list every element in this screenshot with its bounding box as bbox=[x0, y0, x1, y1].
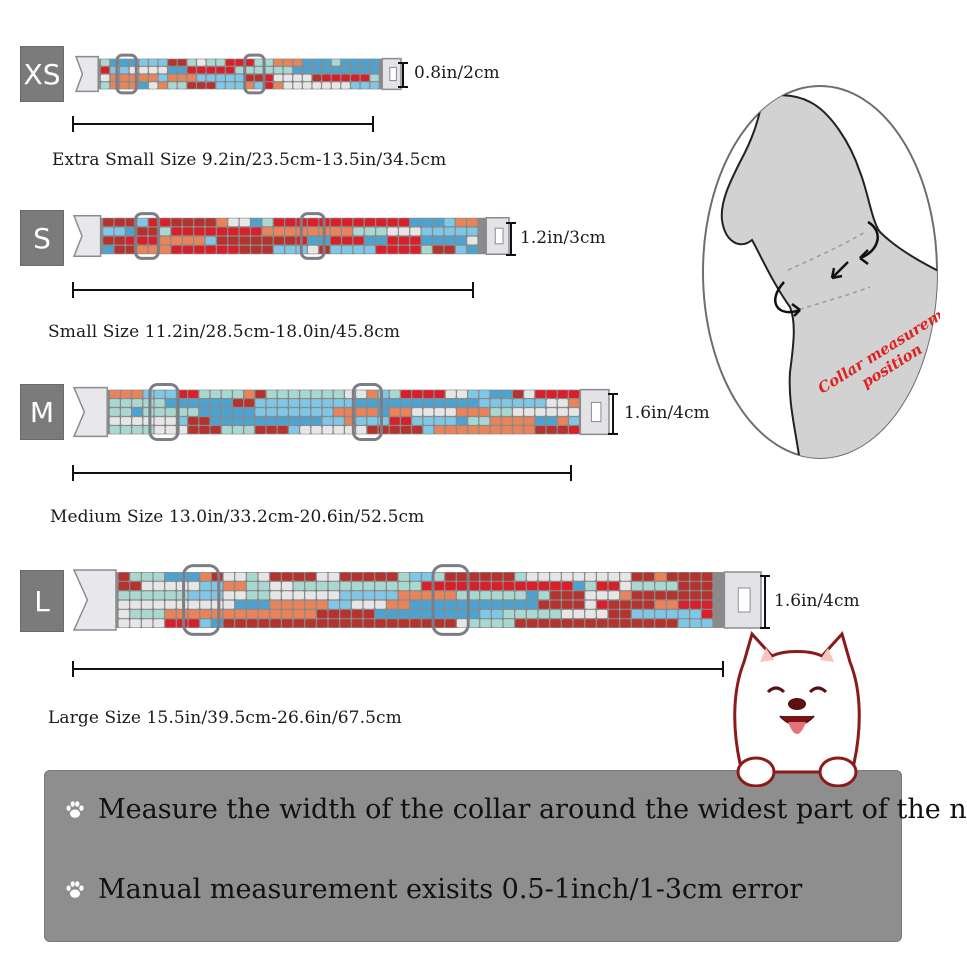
length-line-m bbox=[72, 465, 572, 481]
d-ring-icon bbox=[351, 382, 383, 442]
d-ring-icon bbox=[299, 212, 326, 260]
d-ring-icon bbox=[182, 564, 221, 636]
d-ring-icon bbox=[431, 564, 470, 636]
tips-panel: Measure the width of the collar around t… bbox=[44, 770, 967, 942]
dog-mascot-icon bbox=[733, 630, 861, 787]
d-ring-icon bbox=[115, 53, 138, 95]
size-caption-m: Medium Size 13.0in/33.2cm-20.6in/52.5cm bbox=[50, 507, 425, 527]
tip-text: Measure the width of the collar around t… bbox=[98, 794, 967, 825]
d-ring-icon bbox=[148, 382, 180, 442]
tip-text: Manual measurement exisits 0.5-1inch/1-3… bbox=[98, 874, 803, 905]
width-bracket-l bbox=[760, 575, 770, 629]
size-badge-xs: XS bbox=[20, 46, 64, 102]
collar-m bbox=[72, 382, 610, 442]
size-caption-xs: Extra Small Size 9.2in/23.5cm-13.5in/34.… bbox=[52, 150, 447, 170]
buckle-icon bbox=[72, 215, 102, 257]
buckle-icon bbox=[72, 386, 108, 438]
collar-band bbox=[100, 217, 487, 255]
d-ring-icon bbox=[243, 53, 266, 95]
size-caption-l: Large Size 15.5in/39.5cm-26.6in/67.5cm bbox=[48, 708, 402, 728]
size-badge-s: S bbox=[20, 210, 64, 266]
length-line-xs bbox=[72, 116, 374, 132]
paw-icon bbox=[66, 880, 84, 898]
dog-silhouette-icon bbox=[720, 94, 937, 458]
width-bracket-xs bbox=[398, 62, 408, 88]
width-bracket-m bbox=[608, 393, 618, 435]
tip-row: Manual measurement exisits 0.5-1inch/1-3… bbox=[64, 874, 802, 905]
neck-measurement-diagram: Collar measurement position bbox=[702, 85, 940, 459]
width-label-s: 1.2in/3cm bbox=[520, 228, 606, 248]
tip-row: Measure the width of the collar around t… bbox=[64, 794, 967, 825]
collar-xs bbox=[74, 53, 402, 95]
collar-band bbox=[98, 58, 383, 90]
width-label-m: 1.6in/4cm bbox=[624, 403, 710, 423]
length-line-s bbox=[72, 282, 474, 298]
width-label-l: 1.6in/4cm bbox=[774, 591, 860, 611]
buckle-icon bbox=[72, 569, 117, 631]
buckle-icon bbox=[74, 55, 99, 93]
size-caption-s: Small Size 11.2in/28.5cm-18.0in/45.8cm bbox=[48, 322, 401, 342]
size-badge-l: L bbox=[20, 570, 64, 632]
size-badge-m: M bbox=[20, 384, 64, 440]
collar-l bbox=[72, 564, 762, 636]
width-label-xs: 0.8in/2cm bbox=[414, 63, 500, 83]
length-line-l bbox=[72, 661, 724, 677]
collar-s bbox=[72, 212, 510, 260]
d-ring-icon bbox=[133, 212, 160, 260]
width-bracket-s bbox=[506, 222, 516, 256]
paw-icon bbox=[66, 800, 84, 818]
